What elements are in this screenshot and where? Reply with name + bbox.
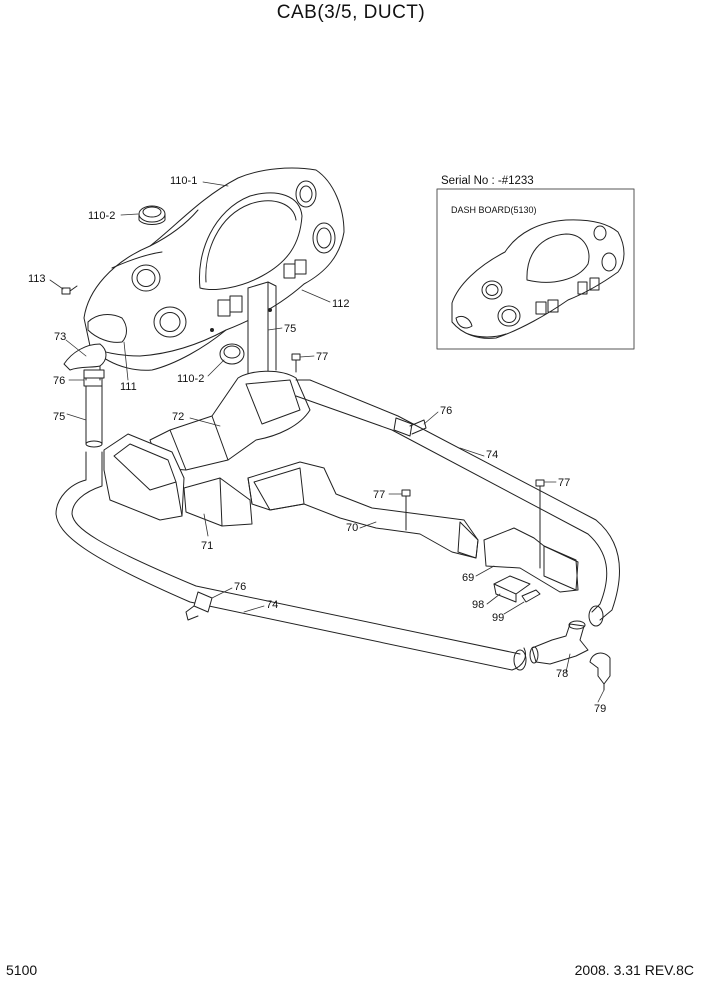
- part-98: [493, 575, 531, 603]
- label-77-right: 77: [558, 477, 570, 489]
- label-78: 78: [556, 668, 568, 680]
- label-72: 72: [172, 411, 184, 423]
- clip-79: [589, 652, 611, 691]
- bolt-77-top: [291, 353, 301, 373]
- inset-dashboard-drawing: [451, 219, 625, 339]
- revision-date: 2008. 3.31 REV.8C: [574, 962, 694, 978]
- bolt-77-right: [535, 479, 545, 569]
- label-112: 112: [332, 298, 350, 310]
- inset-box: Serial No : -#1233 DASH BOARD(5130): [436, 175, 635, 350]
- label-77-mid: 77: [373, 489, 385, 501]
- label-76-left: 76: [53, 375, 65, 387]
- label-110-2-top: 110-2: [88, 210, 115, 222]
- part-99: [521, 589, 541, 603]
- clamp-76-left: [83, 369, 105, 379]
- pipe-74-loop: [55, 379, 620, 671]
- label-110-1: 110-1: [170, 175, 197, 187]
- label-75-left: 75: [53, 411, 65, 423]
- duct-70: [247, 461, 479, 559]
- duct-69: [483, 527, 579, 593]
- inset-caption: DASH BOARD(5130): [451, 205, 537, 215]
- label-113: 113: [28, 273, 46, 285]
- label-69: 69: [462, 572, 474, 584]
- label-74-bottom: 74: [266, 599, 278, 611]
- duct-72: [149, 370, 311, 471]
- label-111: 111: [120, 381, 137, 393]
- label-76-right: 76: [440, 405, 452, 417]
- label-71: 71: [201, 540, 213, 552]
- screw-113: [61, 285, 78, 295]
- label-74-right: 74: [486, 449, 498, 461]
- duct-71: [103, 433, 253, 527]
- label-70: 70: [346, 522, 358, 534]
- page-number: 5100: [6, 962, 38, 978]
- knob-110-2-top: [138, 205, 166, 225]
- clamp-76-right: [393, 417, 427, 437]
- label-79: 79: [594, 703, 606, 715]
- knob-110-2-bottom: [219, 343, 245, 365]
- leader-lines: [49, 181, 605, 703]
- bolt-77-mid: [401, 489, 411, 531]
- part-labels: 110-1 110-2 113 73 76 111 110-2 112 75 7…: [28, 175, 606, 715]
- dashboard-assembly: [83, 167, 345, 371]
- page-title: CAB(3/5, DUCT): [276, 2, 426, 23]
- serial-label: Serial No : -#1233: [441, 175, 534, 187]
- label-76-bottom: 76: [234, 581, 246, 593]
- label-75-top: 75: [284, 323, 296, 335]
- duct-75-upper: [247, 281, 277, 375]
- tee-78: [529, 620, 589, 665]
- label-99: 99: [492, 612, 504, 624]
- clamp-76-bottom: [185, 591, 213, 621]
- label-98: 98: [472, 599, 484, 611]
- vertical-pipe-75: [85, 385, 103, 448]
- label-77-top: 77: [316, 351, 328, 363]
- label-73: 73: [54, 331, 66, 343]
- label-110-2-bottom: 110-2: [177, 373, 204, 385]
